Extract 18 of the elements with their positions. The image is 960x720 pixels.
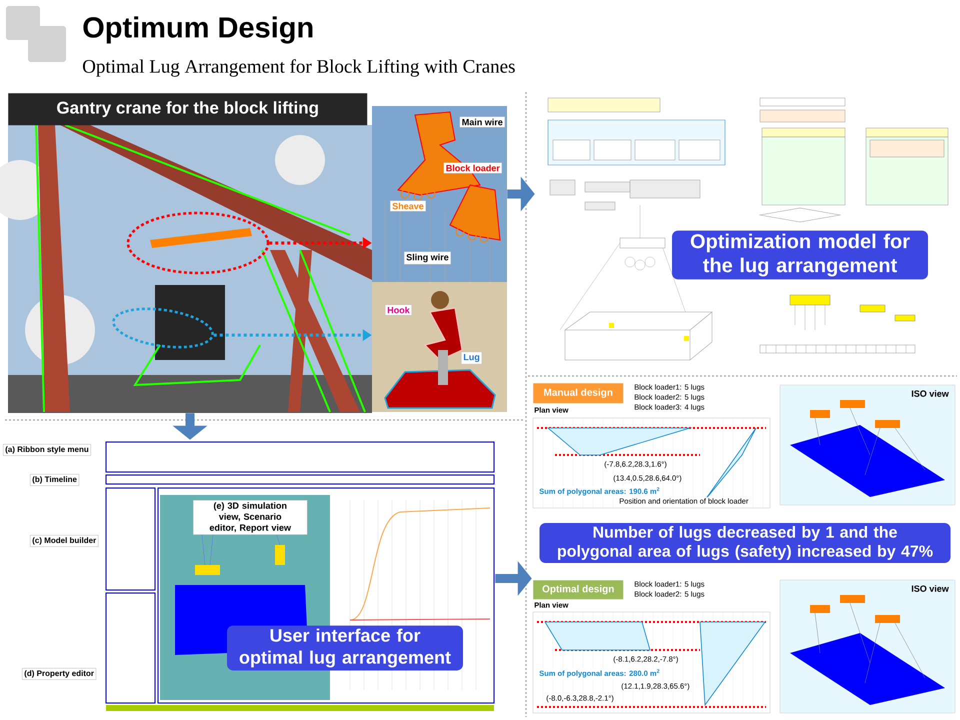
part-label: Sheave [390, 200, 426, 212]
headline-banner: Number of lugs decreased by 1 and the polygonal area of lugs (safety) increased by 47% [540, 523, 951, 563]
callout-label: (a) Ribbon style menu [3, 444, 91, 456]
part-label: Block loader [444, 162, 502, 174]
part-label: Hook [385, 304, 412, 316]
headline-banner: Optimization model for the lug arrangement [672, 230, 928, 280]
part-label: Main wire [460, 116, 505, 128]
view-title: ISO view [912, 585, 949, 592]
section-tab: Manual design [533, 383, 624, 404]
subtitle: Optimal Lug Arrangement for Block Lifting with Cranes [82, 59, 515, 77]
part-label: Lug [461, 352, 482, 364]
callout-label: (c) Model builder [30, 535, 98, 547]
view-title: ISO view [912, 390, 949, 397]
title: Optimum Design [83, 16, 312, 44]
callout-label: (b) Timeline [30, 474, 80, 486]
title-bar: Gantry crane for the block lifting [8, 93, 368, 126]
part-label: Sling wire [404, 252, 451, 264]
callout-label: (d) Property editor [22, 668, 96, 680]
